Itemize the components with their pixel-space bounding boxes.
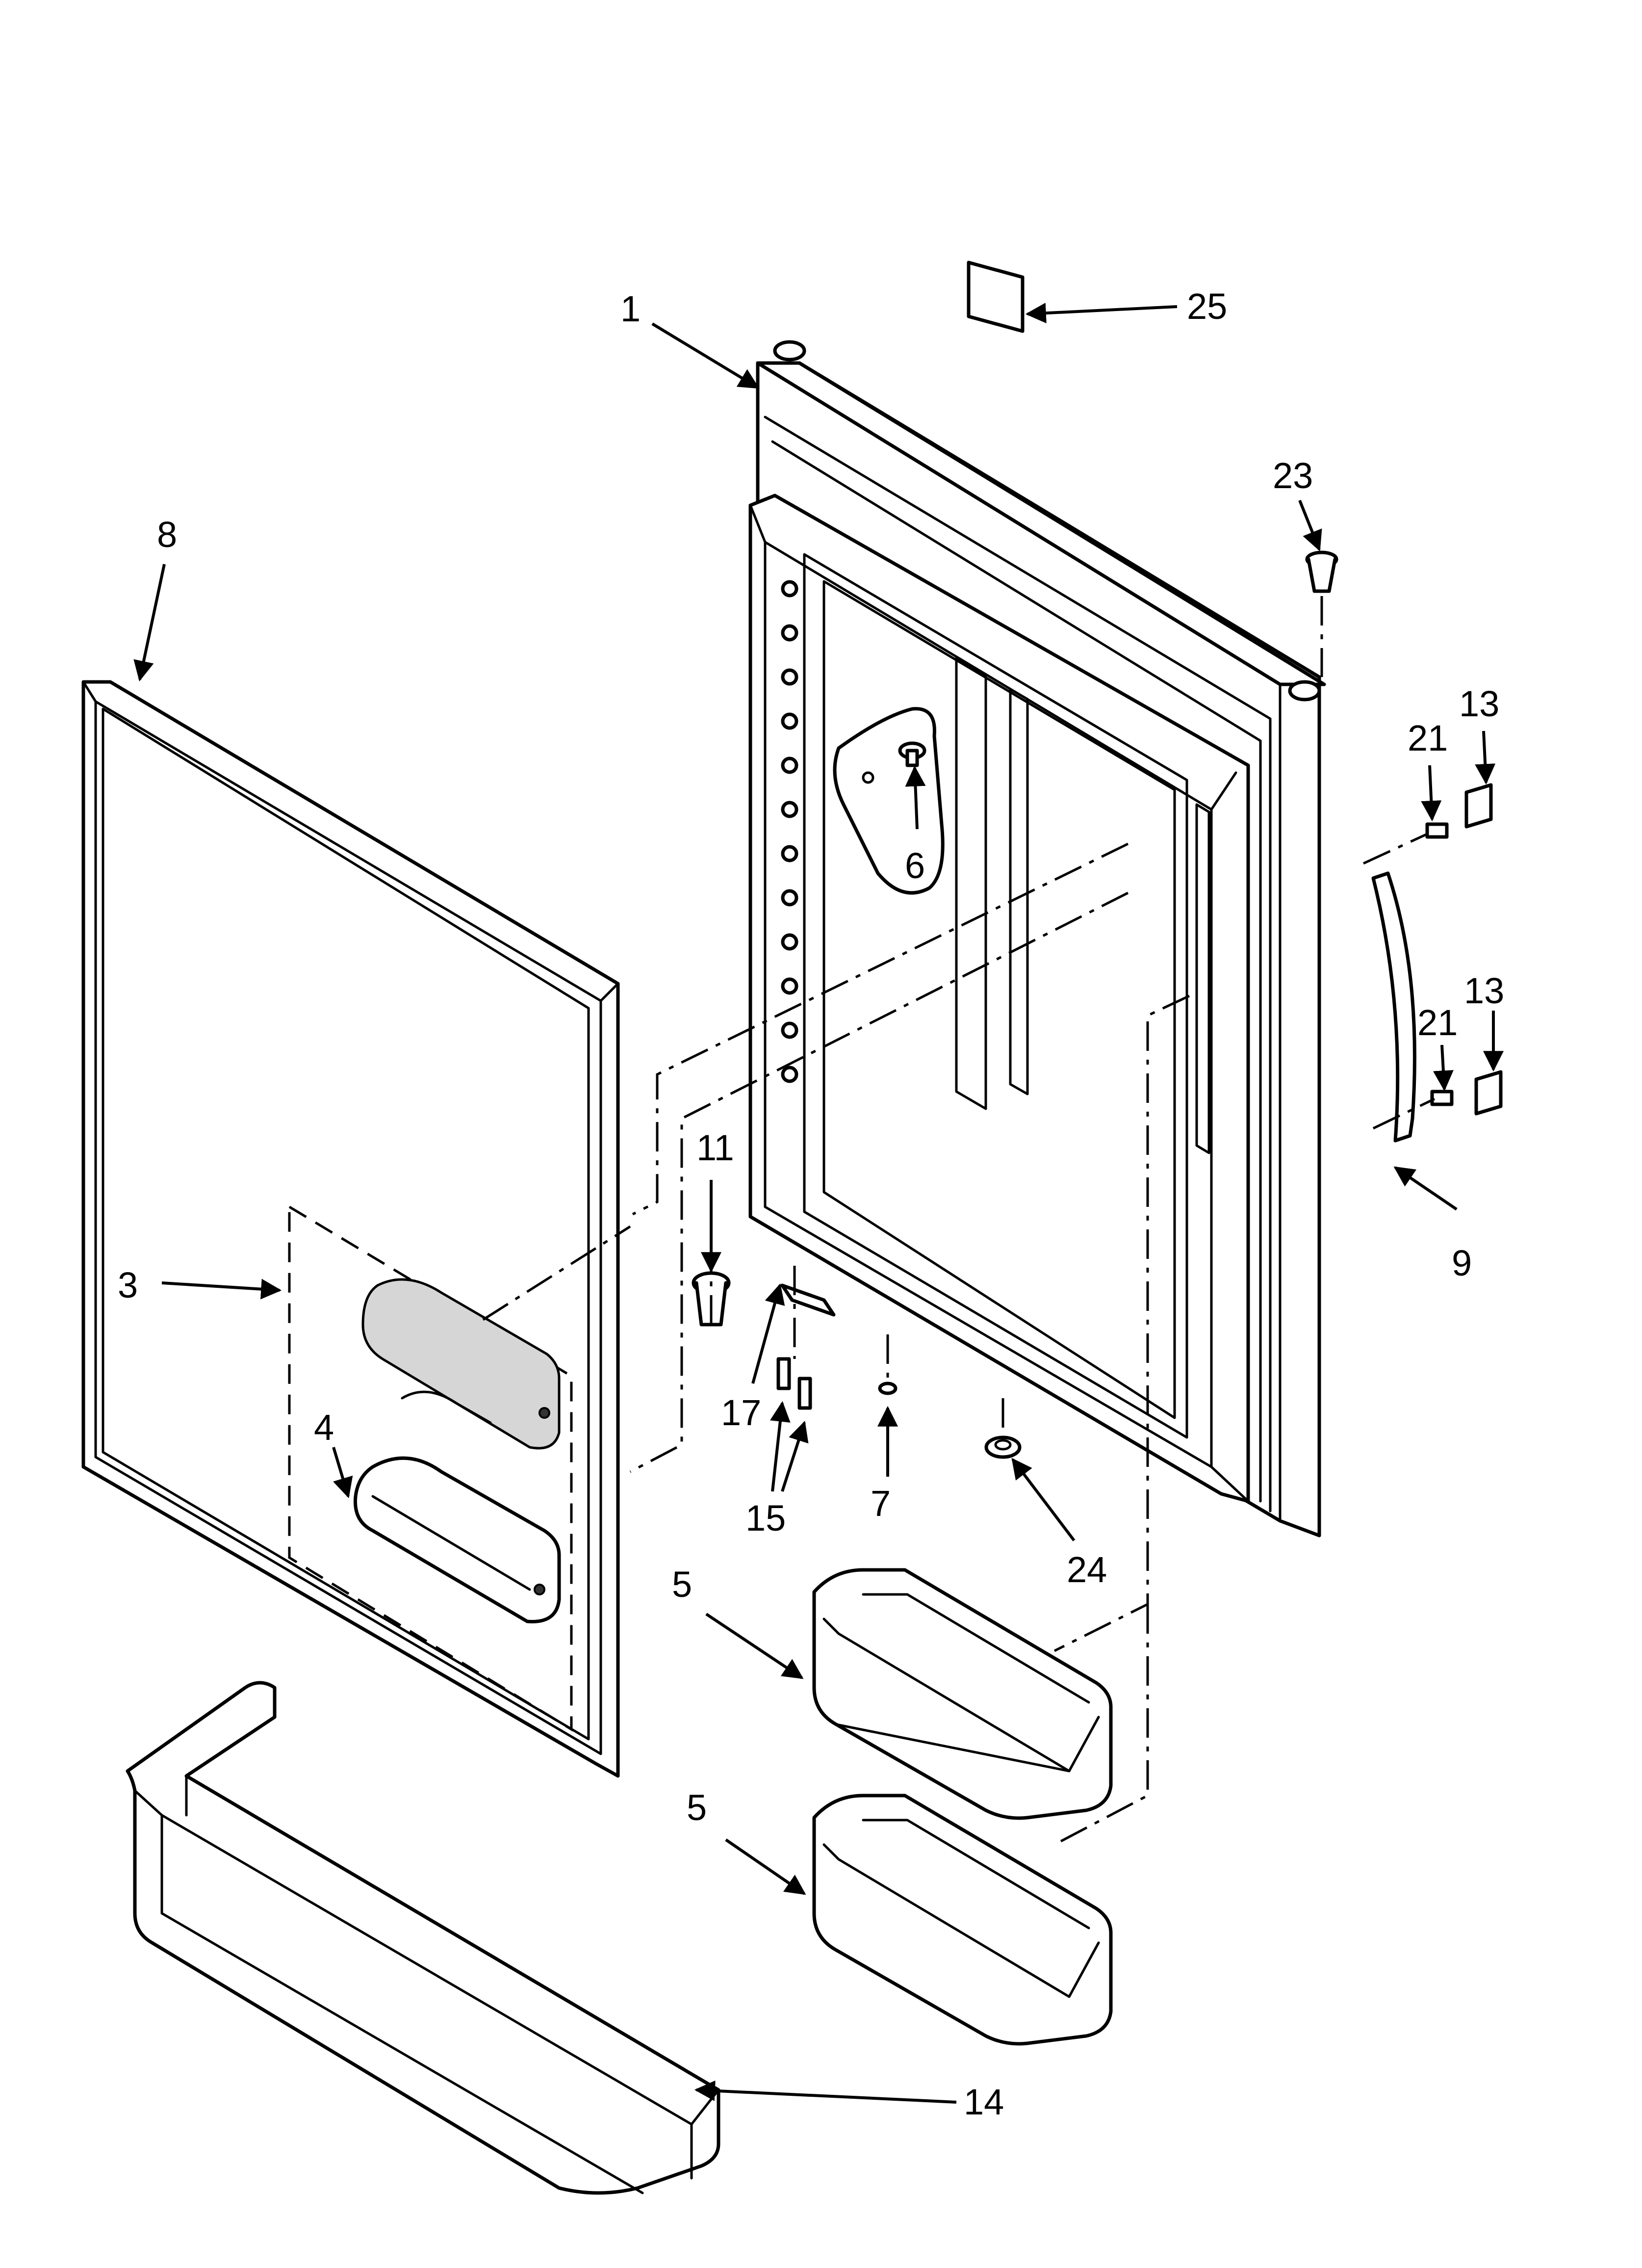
callout-6: 6: [905, 845, 925, 886]
part-door-bin-lower: [812, 1794, 1113, 2046]
callout-4: 4: [314, 1407, 334, 1448]
callout-14: 14: [964, 2082, 1004, 2122]
part-door-handle: [1371, 871, 1416, 1143]
callout-25: 25: [1187, 286, 1227, 327]
callout-17: 17: [721, 1392, 761, 1433]
callout-13-lower: 13: [1464, 970, 1504, 1011]
part-handle-screw-lower: [1430, 1090, 1454, 1106]
callout-21-upper: 21: [1408, 718, 1448, 758]
callout-13-upper: 13: [1459, 683, 1499, 724]
callout-9: 9: [1452, 1243, 1472, 1283]
part-stop-plate: [833, 707, 945, 895]
part-bottom-plug: [984, 1435, 1022, 1459]
assembly-lines: [482, 596, 1436, 1846]
part-screws-pair: [776, 1357, 812, 1410]
part-handle-screw-upper: [1425, 822, 1449, 839]
leader-arrows: [133, 303, 1504, 2104]
part-hinge-bracket: [780, 1283, 836, 1317]
callout-24: 24: [1067, 1549, 1107, 1590]
callout-23: 23: [1273, 455, 1313, 496]
part-hinge-bushing: [1305, 550, 1338, 593]
part-dispenser-bin: [353, 1456, 561, 1623]
part-handle-cap-lower: [1474, 1070, 1503, 1116]
callout-7: 7: [871, 1483, 891, 1524]
part-lower-door-bin: [126, 1681, 720, 2195]
part-door-stop-pin: [878, 1382, 898, 1395]
callout-5-upper: 5: [672, 1564, 692, 1605]
callout-3: 3: [118, 1265, 138, 1305]
callout-21-lower: 21: [1417, 1002, 1458, 1043]
part-label-plate: [967, 261, 1025, 333]
part-handle-cap-upper: [1464, 783, 1493, 829]
callout-1: 1: [620, 288, 641, 329]
callout-15: 15: [745, 1498, 786, 1538]
callout-11: 11: [696, 1127, 734, 1168]
callout-5-lower: 5: [687, 1787, 707, 1828]
callout-labels: 1 25 23 8 6 21 13 21 13 9 11 3 4 17 15 7…: [118, 286, 1504, 2122]
callout-8: 8: [157, 514, 177, 555]
part-door-bin-upper: [812, 1568, 1113, 1820]
part-dispenser-cover: [288, 1204, 573, 1732]
